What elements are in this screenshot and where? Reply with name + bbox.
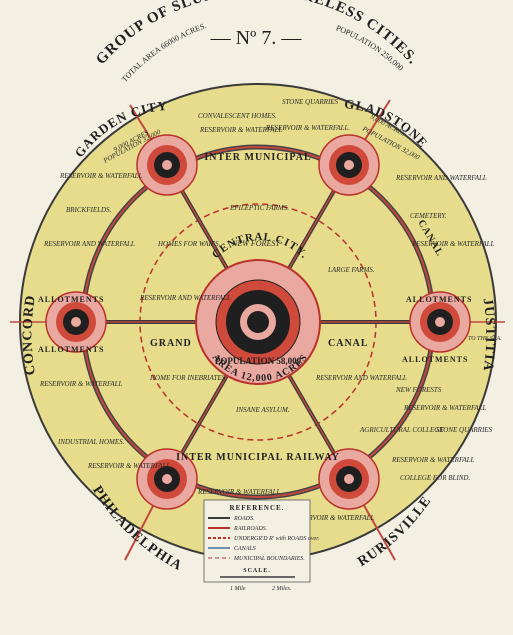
concord-name: CONCORD [21,294,39,376]
scale-left: 1 Mile [230,586,246,592]
label-to-the-sea: TO THE SEA. [468,336,502,342]
label-large-farms: LARGE FARMS. [327,266,375,274]
label-convalescent: CONVALESCENT HOMES. [198,112,277,120]
label-reservoir-right-top: RESERVOIR AND WATERFALL [395,174,487,182]
area-labels: CONVALESCENT HOMES. STONE QUARRIES RESER… [38,98,502,522]
city-justitia [409,291,471,353]
label-home-inebriates: HOME FOR INEBRIATES [149,374,226,382]
legend-item-underground: UNDERGR'D R' with ROADS over. [234,536,319,542]
city-gladstone [318,134,380,196]
justitia-name: JUSTITIA [479,297,497,372]
city-garden [136,134,198,196]
plate-number: — Nº 7. — [210,27,303,49]
legend-title: REFERENCE. [230,504,285,512]
label-allotments-right-bottom: ALLOTMENTS [402,355,468,364]
scale-title: SCALE. [243,568,271,574]
label-reservoir-left-mid: RESERVOIR AND WATERFALL [43,240,135,248]
label-college-blind: COLLEGE FOR BLIND. [400,474,470,482]
route-inter-municipal-top: INTER MUNICIPAL [204,152,311,163]
city-philadelphia [136,448,198,510]
label-reservoir-bottom-center-left: RESERVOIR & WATERFALL [197,488,280,496]
label-allotments-left-top: ALLOTMENTS [38,295,104,304]
legend-item-roads: ROADS. [233,516,255,522]
legend-item-canals: CANALS [234,546,256,552]
city-concord [45,291,107,353]
label-cemetery: CEMETERY. [410,212,447,220]
label-stone-quarries-top: STONE QUARRIES [282,98,339,106]
legend-item-municipal: MUNICIPAL BOUNDARIES. [233,556,305,562]
legend: REFERENCE. ROADS. RAILROADS. UNDERGR'D R… [203,499,319,583]
label-reservoir-left-low: RESERVOIR & WATERFALL [39,380,122,388]
label-reservoir-left-top: RESERVOIR & WATERFALL [59,172,142,180]
label-allotments-right-top: ALLOTMENTS [406,295,472,304]
route-canal-center: CANAL [328,338,369,349]
scale-right: 2 Miles. [272,586,291,592]
label-new-forests: NEW FORESTS [395,386,442,394]
label-reservoir-bottom-left: RESERVOIR & WATERFALL [87,462,170,470]
central-city [195,259,321,385]
label-agricultural: AGRICULTURAL COLLEGE [359,426,444,434]
city-rurisville [318,448,380,510]
label-homes-waifs: HOMES FOR WAIFS. [157,240,221,248]
label-insane: INSANE ASYLUM. [235,406,290,414]
central-city-population: POPULATION 58,000 [215,356,302,366]
label-brickfields: BRICKFIELDS. [66,206,112,214]
label-epileptic: EPILEPTIC FARMS. [229,204,289,212]
label-reservoir-right-low: RESERVOIR & WATERFALL [403,404,486,412]
label-reservoir-bottom-right: RESERVOIR & WATERFALL [391,456,474,464]
route-grand: GRAND [150,338,192,349]
label-reservoir-inner-left: RESERVOIR AND WATERFALL [139,294,231,302]
legend-item-railroads: RAILROADS. [233,526,267,532]
label-allotments-left-bottom: ALLOTMENTS [38,345,104,354]
label-reservoir-top-left: RESERVOIR & WATERFALL [199,126,282,134]
label-reservoir-top-right: RESERVOIR & WATERFALL. [265,124,350,132]
label-reservoir-inner-right: RESERVOIR AND WATERFALL [315,374,407,382]
label-reservoir-bottom-center-right: RESERVOIR & WATERFALL [291,514,374,522]
label-stone-quarries-right: STONE QUARRIES [436,426,493,434]
route-inter-municipal-bottom: INTER MUNICIPAL RAILWAY [176,452,340,463]
label-reservoir-right-mid: RESERVOIR & WATERFALL [411,240,494,248]
label-industrial: INDUSTRIAL HOMES. [57,438,125,446]
label-new-forest: NEW FOREST [231,239,280,248]
